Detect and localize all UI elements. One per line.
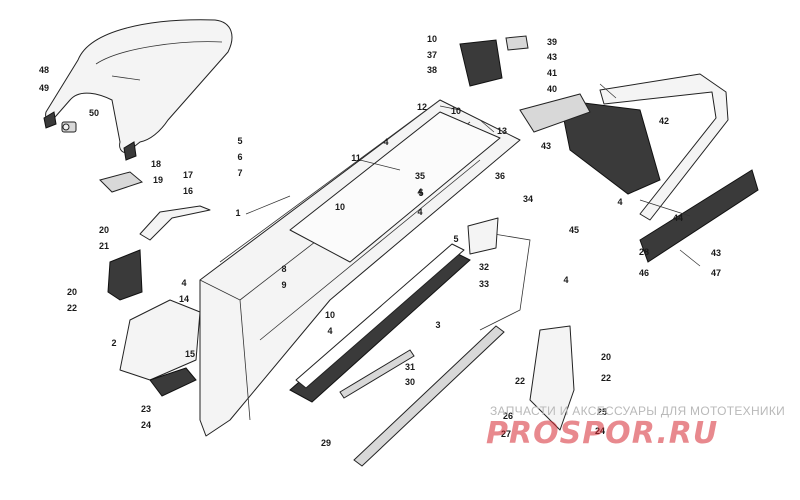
callout-4: 4 bbox=[417, 187, 422, 197]
callout-2: 2 bbox=[111, 338, 116, 348]
callout-10: 10 bbox=[325, 310, 335, 320]
callout-17: 17 bbox=[183, 170, 193, 180]
callout-1: 1 bbox=[235, 208, 240, 218]
callout-50: 50 bbox=[89, 108, 99, 118]
seat-part bbox=[43, 19, 233, 161]
grab-handle-part bbox=[139, 205, 211, 241]
callout-39: 39 bbox=[547, 37, 557, 47]
mount-part bbox=[467, 217, 499, 255]
left-bracket-part bbox=[119, 299, 201, 381]
callout-47: 47 bbox=[711, 268, 721, 278]
callout-33: 33 bbox=[479, 279, 489, 289]
callout-19: 19 bbox=[153, 175, 163, 185]
bracket-part bbox=[107, 249, 143, 301]
snowflap-part bbox=[639, 169, 759, 263]
callout-23: 23 bbox=[141, 404, 151, 414]
callout-4: 4 bbox=[181, 278, 186, 288]
callout-20: 20 bbox=[99, 225, 109, 235]
tunnel-part bbox=[199, 99, 521, 437]
callout-24: 24 bbox=[141, 420, 151, 430]
callout-7: 7 bbox=[237, 168, 242, 178]
top-bracket-part bbox=[459, 35, 529, 87]
callout-26: 26 bbox=[503, 411, 513, 421]
callout-32: 32 bbox=[479, 262, 489, 272]
callout-41: 41 bbox=[547, 68, 557, 78]
callout-9: 9 bbox=[281, 280, 286, 290]
callout-5: 5 bbox=[453, 234, 458, 244]
callout-12: 12 bbox=[417, 102, 427, 112]
callout-10: 10 bbox=[335, 202, 345, 212]
callout-24: 24 bbox=[595, 426, 605, 436]
callout-22: 22 bbox=[67, 303, 77, 313]
rod-part bbox=[353, 325, 505, 467]
callout-38: 38 bbox=[427, 65, 437, 75]
callout-14: 14 bbox=[179, 294, 189, 304]
callout-4: 4 bbox=[563, 275, 568, 285]
callout-6: 6 bbox=[237, 152, 242, 162]
taillight-part bbox=[559, 99, 661, 195]
watermark-caption: ЗАПЧАСТИ И АКСЕССУАРЫ ДЛЯ МОТОТЕХНИКИ bbox=[490, 404, 786, 418]
leader-lines bbox=[245, 83, 701, 267]
callout-45: 45 bbox=[569, 225, 579, 235]
callout-11: 11 bbox=[351, 153, 361, 163]
rail-part bbox=[289, 243, 471, 403]
callout-8: 8 bbox=[281, 264, 286, 274]
callout-18: 18 bbox=[151, 159, 161, 169]
callout-43: 43 bbox=[541, 141, 551, 151]
callout-15: 15 bbox=[185, 349, 195, 359]
callout-34: 34 bbox=[523, 194, 533, 204]
callout-20: 20 bbox=[601, 352, 611, 362]
callout-42: 42 bbox=[659, 116, 669, 126]
callout-37: 37 bbox=[427, 50, 437, 60]
watermark-logo: PROSPOR.RU bbox=[486, 416, 719, 451]
callout-27: 27 bbox=[501, 429, 511, 439]
callout-49: 49 bbox=[39, 83, 49, 93]
callout-30: 30 bbox=[405, 377, 415, 387]
runningboard-part bbox=[519, 93, 591, 133]
short-rod-part bbox=[339, 349, 415, 399]
callout-10: 10 bbox=[451, 106, 461, 116]
callout-28: 28 bbox=[639, 247, 649, 257]
callout-20: 20 bbox=[67, 287, 77, 297]
callout-25: 25 bbox=[597, 407, 607, 417]
callout-36: 36 bbox=[495, 171, 505, 181]
callout-4: 4 bbox=[617, 197, 622, 207]
callout-10: 10 bbox=[427, 34, 437, 44]
callout-44: 44 bbox=[673, 213, 683, 223]
callout-4: 4 bbox=[383, 137, 388, 147]
callout-22: 22 bbox=[601, 373, 611, 383]
callout-16: 16 bbox=[183, 186, 193, 196]
plate-part bbox=[149, 367, 197, 397]
bolt-part bbox=[61, 121, 77, 133]
callout-13: 13 bbox=[497, 126, 507, 136]
right-bracket-part bbox=[529, 325, 575, 431]
callout-3: 3 bbox=[435, 320, 440, 330]
callout-labels: 1 2 3 4 4 4 4 4 4 4 5 5 5 6 7 8 9 10 10 … bbox=[39, 34, 721, 448]
callout-22: 22 bbox=[515, 376, 525, 386]
callout-43: 43 bbox=[711, 248, 721, 258]
callout-5: 5 bbox=[237, 136, 242, 146]
flap-support-part bbox=[469, 229, 531, 331]
callout-5: 5 bbox=[418, 188, 423, 198]
callout-46: 46 bbox=[639, 268, 649, 278]
callout-29: 29 bbox=[321, 438, 331, 448]
callout-35: 35 bbox=[415, 171, 425, 181]
callout-4: 4 bbox=[417, 207, 422, 217]
callout-48: 48 bbox=[39, 65, 49, 75]
rear-bumper-part bbox=[599, 73, 729, 221]
callout-21: 21 bbox=[99, 241, 109, 251]
callout-43: 43 bbox=[547, 52, 557, 62]
callout-40: 40 bbox=[547, 84, 557, 94]
callout-31: 31 bbox=[405, 362, 415, 372]
callout-4: 4 bbox=[327, 326, 332, 336]
cap-part bbox=[99, 171, 144, 193]
